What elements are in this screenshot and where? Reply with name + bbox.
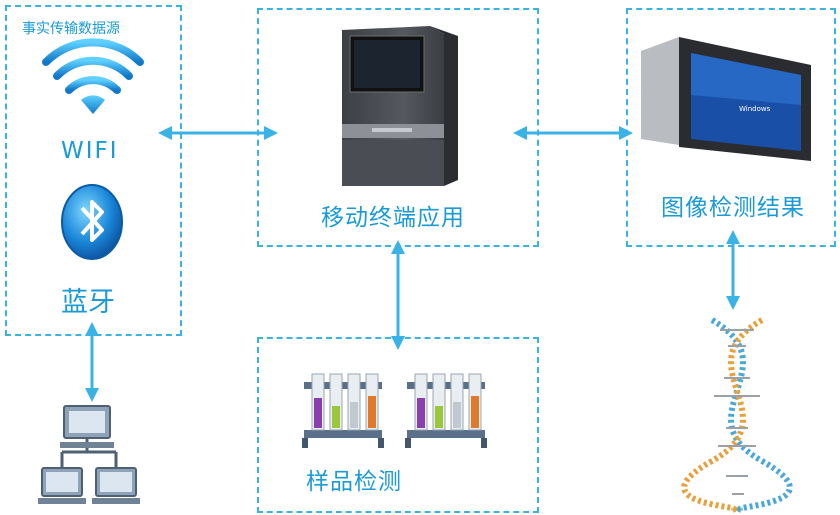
result-panel [626, 8, 836, 247]
bluetooth-icon [61, 184, 123, 260]
result-label: 图像检测结果 [661, 195, 805, 221]
arrow-result-dna [726, 230, 740, 310]
source-panel-title: 事实传输数据源 [22, 21, 120, 37]
test-tube-rack-left [302, 373, 384, 448]
arrow-terminal-result [513, 126, 633, 140]
terminal-label: 移动终端应用 [321, 205, 465, 231]
arrow-source-network [85, 322, 99, 402]
wifi-label: WIFI [61, 138, 119, 164]
sample-label: 样品检测 [306, 469, 402, 495]
test-tube-rack-right [405, 373, 487, 448]
computer-network-icon [38, 405, 140, 504]
arrow-source-terminal [158, 126, 278, 140]
tablet-image: Windows [641, 37, 811, 161]
svg-text:Windows: Windows [739, 105, 771, 113]
arrow-terminal-sample [391, 240, 405, 350]
dna-helix-image [681, 317, 793, 513]
wifi-icon [42, 38, 144, 114]
analyzer-device-image [342, 26, 458, 186]
bluetooth-label: 蓝牙 [61, 287, 115, 318]
